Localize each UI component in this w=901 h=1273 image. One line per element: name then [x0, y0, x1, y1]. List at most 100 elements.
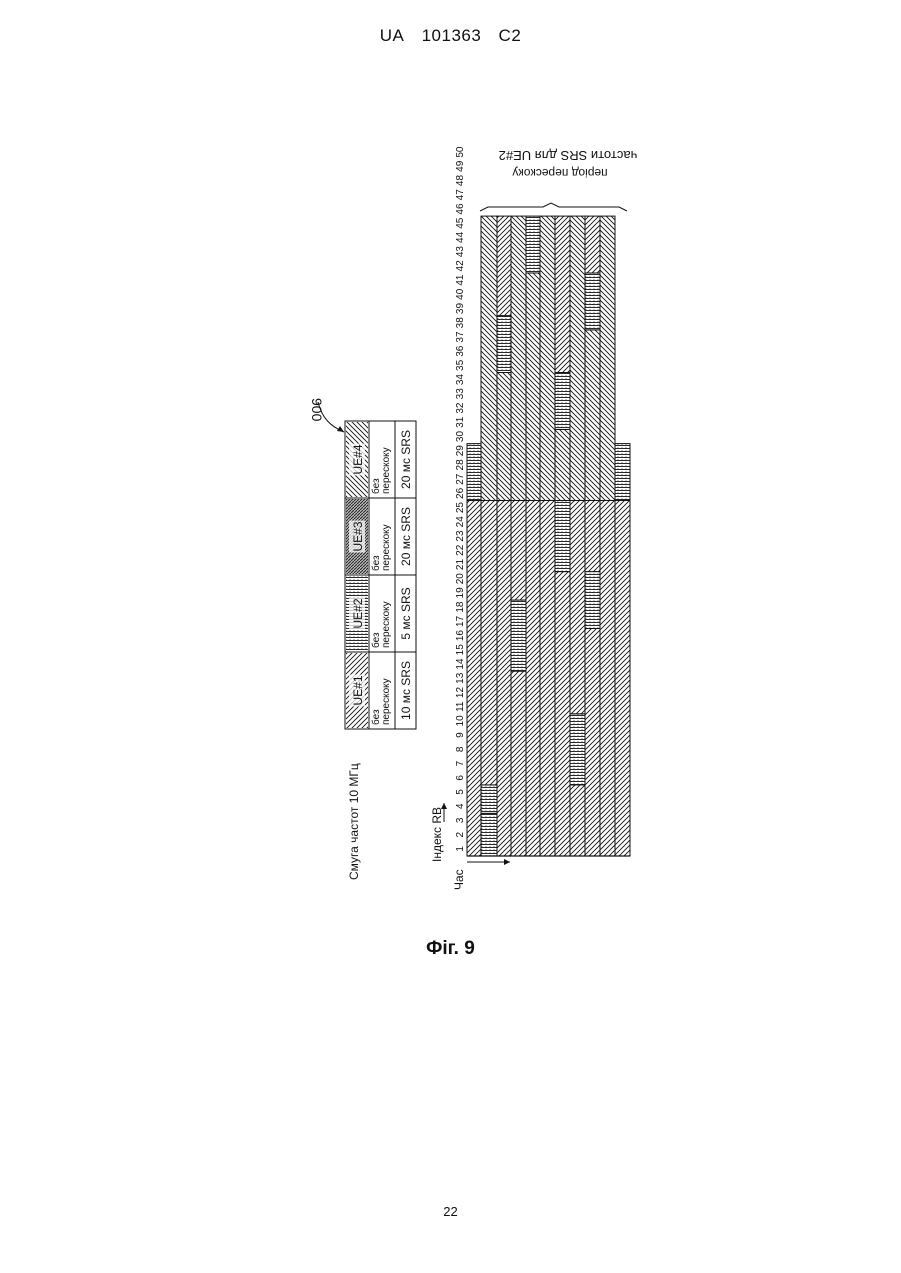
bar-col11-seg1 — [615, 501, 630, 857]
rb-tick-29: 29 — [455, 445, 466, 457]
legend-ue-4: UE#4 — [351, 444, 365, 474]
bar-col8-seg1 — [570, 785, 585, 856]
bar-col9-seg3 — [585, 501, 600, 572]
rb-index-ticks: 1234567891011121314151617181920212223242… — [455, 146, 466, 852]
bandwidth-label: Смуга частот 10 МГц — [347, 763, 361, 880]
hopping-brace-line1: період перескоку — [512, 166, 607, 180]
legend-mode-line2: перескоку — [381, 601, 392, 648]
bar-col2-seg4 — [481, 216, 497, 500]
legend-period-1: 10 мс SRS — [399, 661, 413, 720]
rb-tick-15: 15 — [455, 644, 466, 656]
rb-tick-22: 22 — [455, 544, 466, 556]
bar-col7-seg2 — [555, 501, 570, 572]
bar-col9-seg1 — [585, 628, 600, 856]
rb-tick-5: 5 — [455, 789, 466, 795]
rb-tick-42: 42 — [455, 260, 466, 272]
rb-tick-40: 40 — [455, 288, 466, 300]
rb-tick-16: 16 — [455, 630, 466, 642]
bar-col4-seg3 — [511, 501, 526, 601]
bar-col6-seg1 — [540, 501, 555, 857]
bar-col7-seg4 — [555, 373, 570, 430]
bar-col9-seg6 — [585, 216, 600, 273]
legend-mode-line2: перескоку — [381, 524, 392, 571]
bar-col7-seg3 — [555, 429, 570, 500]
bar-col10-seg2 — [600, 216, 615, 500]
rb-tick-10: 10 — [455, 715, 466, 727]
rb-tick-49: 49 — [455, 160, 466, 172]
legend-period-2: 5 мс SRS — [399, 587, 413, 639]
rb-tick-3: 3 — [455, 817, 466, 823]
rb-tick-27: 27 — [455, 473, 466, 485]
time-axis-label: Час — [452, 869, 466, 890]
legend-period-3: 20 мс SRS — [399, 507, 413, 566]
legend-mode-line2: перескоку — [381, 447, 392, 494]
bar-col5-seg1 — [526, 501, 540, 857]
bar-col11-seg2 — [615, 444, 630, 501]
rb-tick-32: 32 — [455, 402, 466, 414]
bar-col4-seg1 — [511, 671, 526, 856]
bar-col3-seg3 — [497, 316, 511, 373]
page-number: 22 — [0, 1204, 901, 1219]
rb-tick-38: 38 — [455, 317, 466, 329]
legend-ue-2: UE#2 — [351, 598, 365, 628]
bar-col1-seg1 — [467, 501, 481, 857]
rb-tick-37: 37 — [455, 331, 466, 343]
rb-tick-13: 13 — [455, 672, 466, 684]
rb-tick-44: 44 — [455, 231, 466, 243]
bar-col2-seg1 — [481, 813, 497, 856]
rb-axis-label: Індекс RB — [430, 807, 444, 862]
bar-col7-seg1 — [555, 572, 570, 856]
rb-tick-50: 50 — [455, 146, 466, 158]
bar-col7-seg5 — [555, 216, 570, 372]
bar-col8-seg2 — [570, 714, 585, 785]
rb-tick-19: 19 — [455, 587, 466, 599]
srs-bars — [467, 216, 630, 856]
rb-tick-20: 20 — [455, 573, 466, 585]
hopping-brace — [480, 203, 627, 211]
rb-tick-28: 28 — [455, 459, 466, 471]
bar-col10-seg1 — [600, 501, 615, 857]
rb-tick-41: 41 — [455, 274, 466, 286]
bar-col8-seg3 — [570, 501, 585, 714]
legend-period-4: 20 мс SRS — [399, 430, 413, 489]
rb-tick-24: 24 — [455, 516, 466, 528]
figure-caption: Фіг. 9 — [0, 938, 901, 960]
rb-tick-2: 2 — [455, 831, 466, 837]
bar-col2-seg3 — [481, 501, 497, 785]
rb-tick-4: 4 — [455, 803, 466, 809]
rb-tick-11: 11 — [455, 701, 466, 712]
bar-col5-seg2 — [526, 273, 540, 501]
rb-tick-35: 35 — [455, 359, 466, 371]
rb-tick-30: 30 — [455, 431, 466, 443]
rb-tick-31: 31 — [455, 416, 466, 428]
reference-numeral: 900 — [309, 398, 325, 422]
rb-tick-23: 23 — [455, 530, 466, 542]
rb-tick-21: 21 — [455, 559, 466, 571]
rb-tick-1: 1 — [455, 846, 466, 852]
rb-tick-12: 12 — [455, 687, 466, 699]
legend-ue-1: UE#1 — [351, 675, 365, 705]
bar-col4-seg2 — [511, 600, 526, 671]
rb-tick-39: 39 — [455, 303, 466, 315]
rb-tick-25: 25 — [455, 502, 466, 514]
rb-tick-33: 33 — [455, 388, 466, 400]
bar-col1-seg2 — [467, 444, 481, 501]
rb-tick-17: 17 — [455, 615, 466, 627]
rb-tick-7: 7 — [455, 760, 466, 766]
bar-col9-seg5 — [585, 273, 600, 330]
bar-col3-seg1 — [497, 501, 511, 857]
rb-tick-26: 26 — [455, 487, 466, 499]
rb-tick-34: 34 — [455, 374, 466, 386]
rb-tick-8: 8 — [455, 746, 466, 752]
legend-ue-3: UE#3 — [351, 521, 365, 551]
rb-tick-18: 18 — [455, 601, 466, 613]
rb-tick-48: 48 — [455, 175, 466, 187]
rb-tick-43: 43 — [455, 246, 466, 258]
hopping-brace-line2: частоти SRS для UE#2 — [499, 148, 638, 163]
bar-col5-seg3 — [526, 216, 540, 273]
rb-tick-46: 46 — [455, 203, 466, 215]
legend-table: UE#1безперескоку10 мс SRSUE#2безперескок… — [345, 421, 416, 729]
bar-col3-seg4 — [497, 216, 511, 316]
bar-col9-seg2 — [585, 572, 600, 629]
